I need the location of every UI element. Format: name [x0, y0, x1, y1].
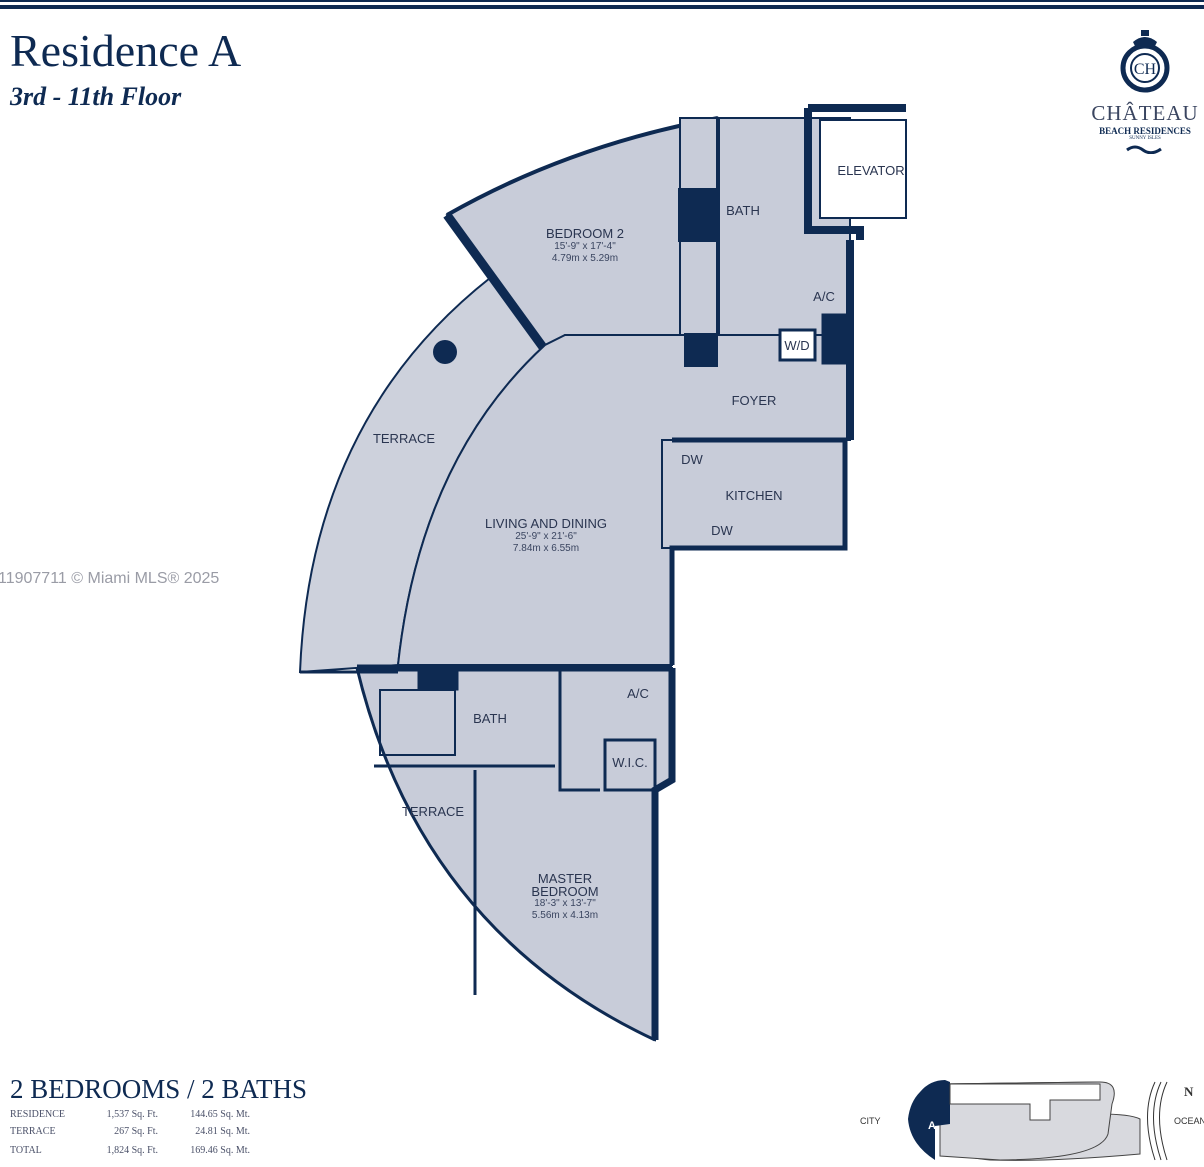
key-plan-drawing: A — [908, 1080, 1168, 1161]
elevator-label: ELEVATOR — [837, 163, 905, 178]
living-area — [396, 334, 851, 666]
svg-text:CH: CH — [1134, 61, 1157, 78]
wave-ornament-icon — [1126, 145, 1162, 155]
bedroom2-name: BEDROOM 2 — [545, 226, 625, 241]
logo-name: CHÂTEAU — [1091, 101, 1199, 125]
master-name: MASTER BEDROOM — [531, 871, 599, 899]
foyer-label: FOYER — [731, 393, 777, 408]
ocean-label: OCEAN — [1174, 1116, 1204, 1126]
dw1-label: DW — [681, 452, 703, 467]
dw2-label: DW — [711, 523, 733, 538]
terrace-upper-label: TERRACE — [372, 431, 436, 446]
bath-upper-label: BATH — [726, 203, 760, 218]
north-arrow-icon: N — [1184, 1084, 1194, 1099]
area-sqft: 1,824 Sq. Ft. — [106, 1145, 158, 1156]
area-label: TOTAL — [10, 1145, 42, 1156]
area-sqm: 24.81 Sq. Mt. — [195, 1126, 250, 1137]
page-title: Residence A — [10, 25, 242, 76]
area-sqft: 1,537 Sq. Ft. — [106, 1109, 158, 1120]
bedroom2-dim-ft: 15'-9" x 17'-4" — [554, 241, 616, 252]
living-label: LIVING AND DINING 25'-9" x 21'-6" 7.84m … — [485, 516, 607, 555]
bedroom2-dim-m: 4.79m x 5.29m — [551, 253, 619, 264]
kitchen-area — [661, 439, 846, 549]
kitchen-label: KITCHEN — [725, 488, 783, 503]
area-row: TERRACE 267 Sq. Ft. 24.81 Sq. Mt. — [10, 1126, 307, 1143]
area-row: TOTAL 1,824 Sq. Ft. 169.46 Sq. Mt. — [10, 1145, 307, 1162]
bath-lower-label: BATH — [473, 711, 507, 726]
bed-bath-heading: 2 BEDROOMS / 2 BATHS — [10, 1074, 308, 1104]
wd-label: W/D — [784, 338, 810, 353]
city-label: CITY — [860, 1116, 881, 1126]
area-label: RESIDENCE — [10, 1109, 65, 1120]
area-label: TERRACE — [10, 1126, 56, 1137]
master-dim-m: 5.56m x 4.13m — [531, 910, 599, 921]
living-dim-m: 7.84m x 6.55m — [512, 543, 580, 554]
ac-lower-label: A/C — [627, 686, 649, 701]
ac-upper-label: A/C — [813, 289, 835, 304]
area-table: RESIDENCE 1,537 Sq. Ft. 144.65 Sq. Mt. TER… — [10, 1109, 307, 1162]
lower-unit-area — [355, 667, 673, 1042]
unit-a-marker: A — [928, 1120, 936, 1132]
unit-a-highlight — [908, 1080, 950, 1160]
unit-summary: 2 BEDROOMS / 2 BATHS RESIDENCE 1,537 Sq. … — [10, 1074, 307, 1162]
living-name: LIVING AND DINING — [484, 516, 608, 531]
mls-watermark: 11907711 © Miami MLS® 2025 — [0, 570, 220, 587]
header-rule — [0, 0, 1204, 9]
column — [433, 340, 457, 364]
area-sqm: 144.65 Sq. Mt. — [190, 1109, 250, 1120]
logo-subtitle: BEACH RESIDENCES — [1099, 126, 1191, 136]
logo-location: SUNNY ISLES — [1129, 136, 1161, 141]
terrace-lower-label: TERRACE — [401, 804, 465, 819]
master-label: MASTER BEDROOM 18'-3" x 13'-7" 5.56m x 4… — [520, 872, 610, 922]
area-sqm: 169.46 Sq. Mt. — [190, 1145, 250, 1156]
master-dim-ft: 18'-3" x 13'-7" — [534, 898, 596, 909]
wic-label: W.I.C. — [612, 755, 648, 770]
bedroom2-label: BEDROOM 2 15'-9" x 17'-4" 4.79m x 5.29m — [546, 226, 624, 265]
area-sqft: 267 Sq. Ft. — [114, 1126, 158, 1137]
key-plan: A CITY OCEAN N — [850, 1074, 1204, 1167]
crest-icon: CH — [1120, 30, 1170, 93]
chateau-logo: CH CHÂTEAU BEACH RESIDENCES SUNNY ISLES — [1086, 28, 1204, 159]
living-dim-ft: 25'-9" x 21'-6" — [515, 531, 577, 542]
floor-range: 3rd - 11th Floor — [10, 82, 182, 111]
area-row: RESIDENCE 1,537 Sq. Ft. 144.65 Sq. Mt. — [10, 1109, 307, 1126]
